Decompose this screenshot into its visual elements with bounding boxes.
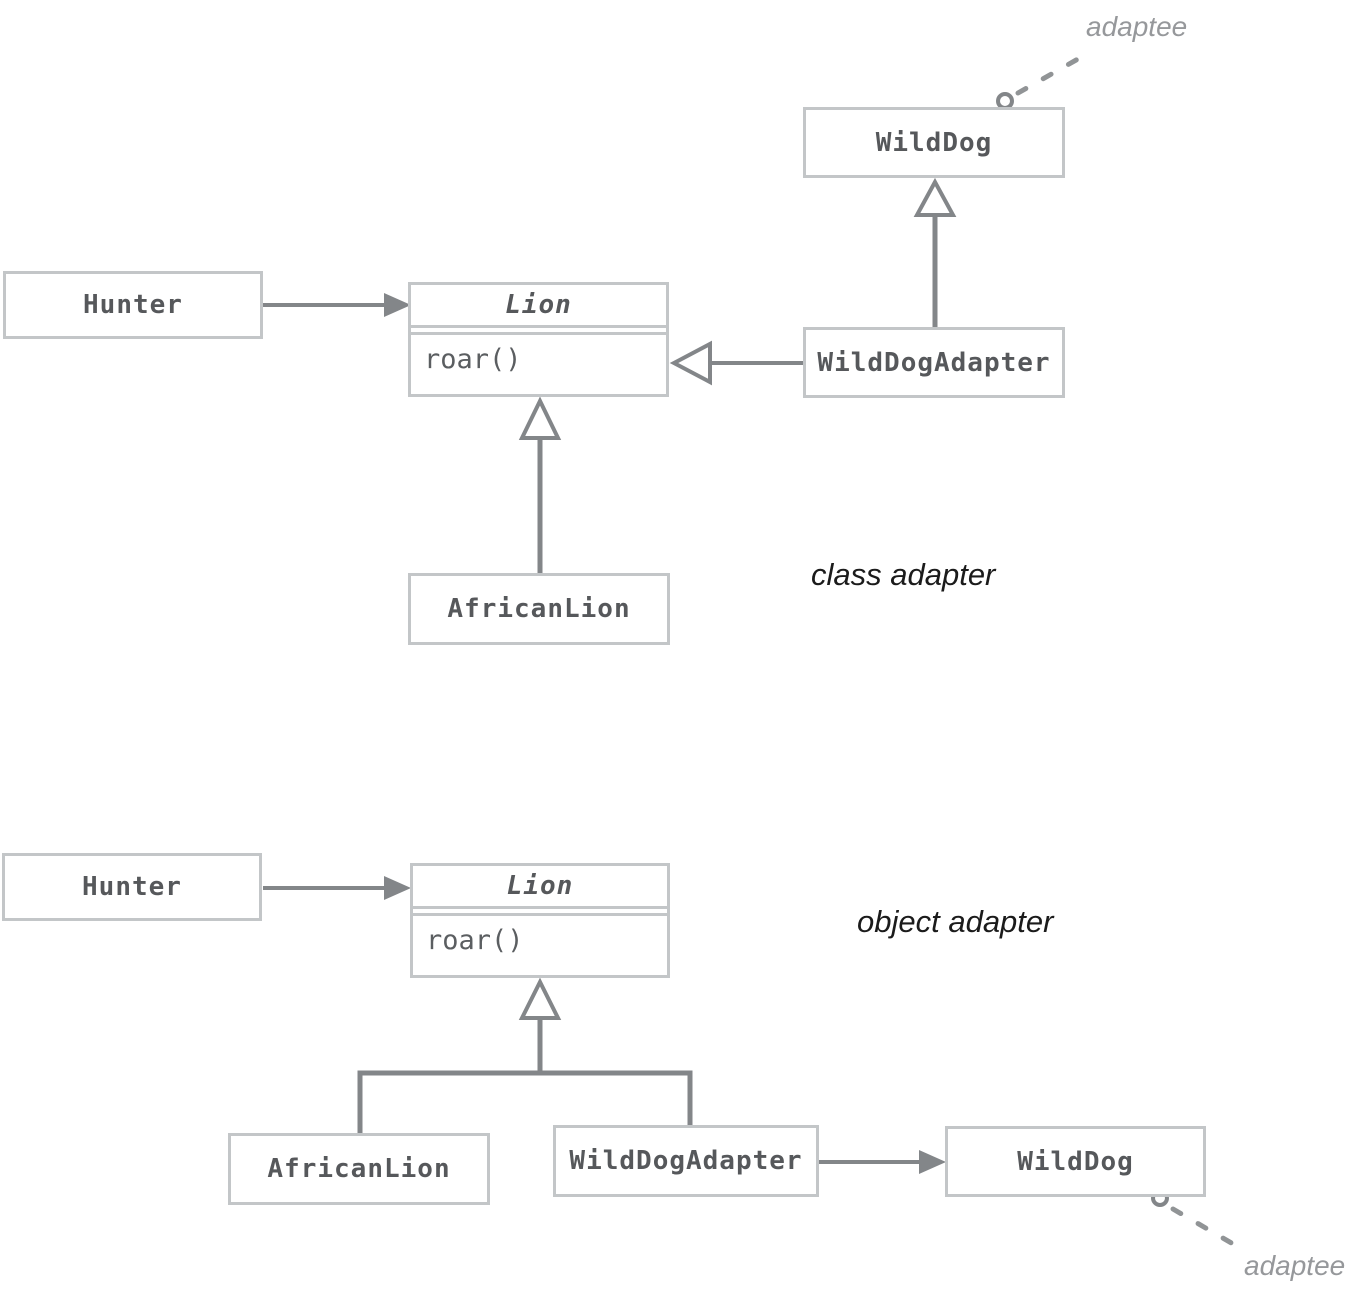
class-wilddog-top: WildDog xyxy=(803,107,1065,178)
lion-subclasses-generalization-tree xyxy=(357,977,693,1133)
method-label: roar() xyxy=(411,332,666,394)
class-africanlion-top: AfricanLion xyxy=(408,573,670,645)
class-name-label: Hunter xyxy=(83,290,183,320)
class-name-label: AfricanLion xyxy=(447,594,631,624)
class-lion-top: Lion roar() xyxy=(408,282,669,397)
hollow-arrowhead-up xyxy=(913,177,957,217)
wilddogadapter-wilddog-association xyxy=(819,1150,946,1174)
object-adapter-caption: object adapter xyxy=(857,904,1054,939)
class-lion-bottom: Lion roar() xyxy=(410,863,670,978)
class-name-label: Lion xyxy=(411,285,666,328)
class-name-label: Lion xyxy=(413,866,667,909)
class-hunter-top: Hunter xyxy=(3,271,263,339)
class-name-label: WildDog xyxy=(875,127,993,158)
filled-arrowhead xyxy=(384,876,411,900)
class-adapter-caption: class adapter xyxy=(811,557,996,592)
class-name-label: AfricanLion xyxy=(267,1154,451,1184)
annotation-dashed-line xyxy=(1170,1206,1243,1251)
annotation-anchor-circle xyxy=(996,92,1014,110)
hollow-arrowhead-up xyxy=(518,396,562,440)
method-label: roar() xyxy=(413,913,667,975)
africanlion-lion-generalization-top xyxy=(518,396,562,573)
adaptee-annotation-bottom xyxy=(1151,1189,1243,1251)
adaptee-label-bottom: adaptee xyxy=(1244,1250,1346,1281)
class-name-label: WildDogAdapter xyxy=(817,347,1051,378)
class-name-label: Hunter xyxy=(82,872,182,902)
class-name-label: WildDogAdapter xyxy=(569,1146,803,1176)
adaptee-annotation-top xyxy=(996,48,1095,110)
hollow-arrowhead-up xyxy=(518,977,562,1020)
hollow-arrowhead-left xyxy=(669,340,712,386)
generalization-branch xyxy=(357,1070,693,1133)
adaptee-label-top: adaptee xyxy=(1086,11,1188,42)
class-africanlion-bottom: AfricanLion xyxy=(228,1133,490,1205)
filled-arrowhead xyxy=(384,293,411,317)
wilddogadapter-wilddog-generalization xyxy=(913,177,957,327)
class-wilddogadapter-bottom: WildDogAdapter xyxy=(553,1125,819,1197)
hunter-lion-association-bottom xyxy=(263,876,411,900)
wilddogadapter-lion-realization-top xyxy=(669,340,803,386)
class-wilddogadapter-top: WildDogAdapter xyxy=(803,327,1065,398)
class-name-label: WildDog xyxy=(1017,1146,1134,1177)
annotation-dashed-line xyxy=(1015,48,1095,96)
class-wilddog-bottom: WildDog xyxy=(945,1126,1206,1197)
filled-arrowhead xyxy=(919,1150,946,1174)
hunter-lion-association-top xyxy=(263,293,411,317)
class-hunter-bottom: Hunter xyxy=(2,853,262,921)
